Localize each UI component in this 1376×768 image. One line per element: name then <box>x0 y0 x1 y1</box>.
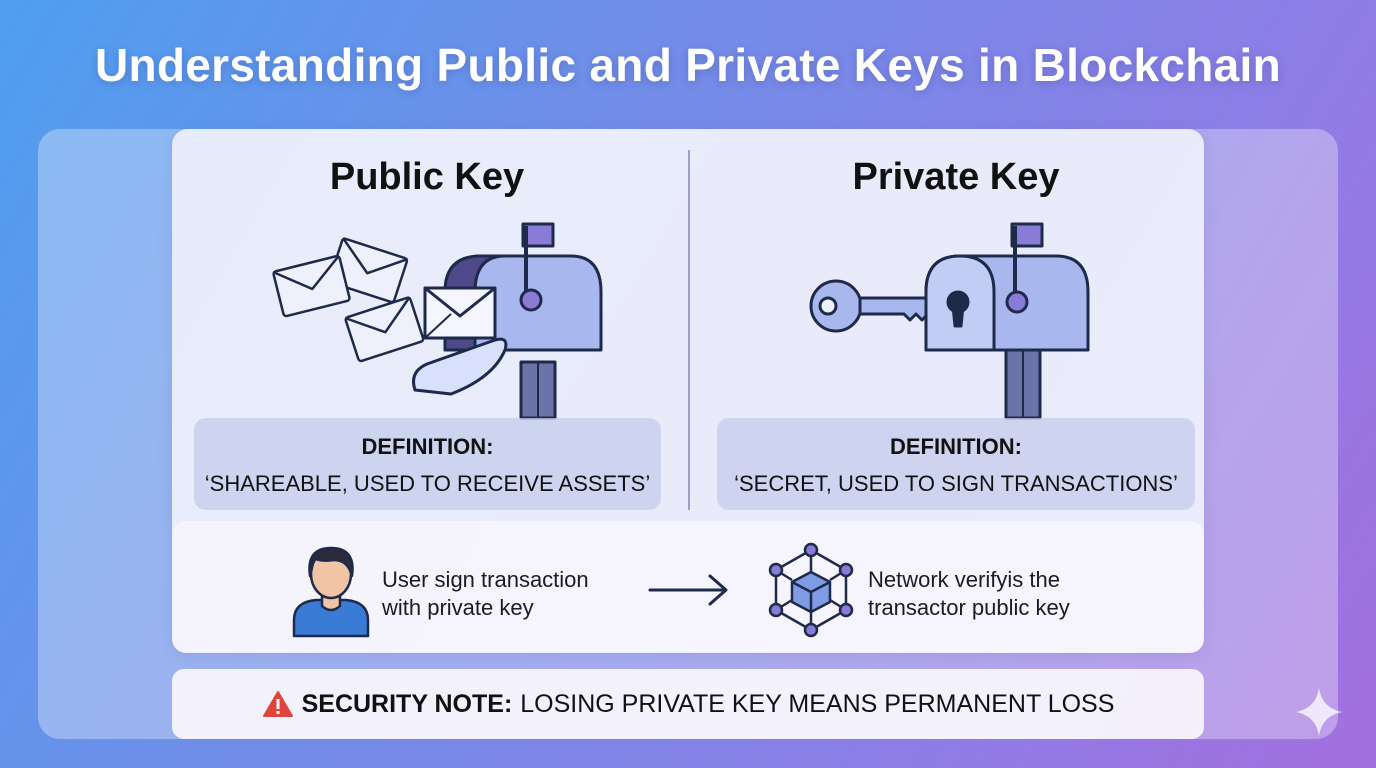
column-divider <box>688 150 690 510</box>
arrow-right-icon <box>648 574 728 606</box>
security-note-label: SECURITY NOTE: <box>301 689 513 718</box>
page-title: Understanding Public and Private Keys in… <box>94 39 1282 91</box>
user-sign-text: User sign transaction with private key <box>382 567 589 620</box>
sparkle-icon <box>1296 688 1342 736</box>
envelope-icon <box>272 237 425 363</box>
public-key-definition-label: DEFINITION: <box>361 434 494 459</box>
warning-icon <box>262 691 293 717</box>
public-key-definition-box: DEFINITION: ‘SHAREABLE, USED TO RECEIVE … <box>194 418 661 510</box>
user-avatar-icon <box>292 546 370 638</box>
security-note-text: LOSING PRIVATE KEY MEANS PERMANENT LOSS <box>520 689 1115 718</box>
locked-mailbox-icon <box>924 222 1090 420</box>
private-key-definition-text: ‘SECRET, USED TO SIGN TRANSACTIONS’ <box>734 471 1178 496</box>
public-key-heading: Public Key <box>329 156 525 198</box>
open-mailbox-icon <box>412 222 603 420</box>
envelope-icon <box>272 254 351 318</box>
network-verify-text: Network verifyis the transactor public k… <box>868 567 1070 620</box>
envelope-icon <box>328 237 409 304</box>
security-note: SECURITY NOTE: LOSING PRIVATE KEY MEANS … <box>172 669 1204 739</box>
private-key-definition-box: DEFINITION: ‘SECRET, USED TO SIGN TRANSA… <box>717 418 1195 510</box>
private-key-heading: Private Key <box>852 156 1060 198</box>
key-icon <box>809 279 942 333</box>
private-key-definition-label: DEFINITION: <box>890 434 1022 459</box>
envelope-icon <box>344 296 425 363</box>
blockchain-network-icon <box>768 542 854 638</box>
public-key-definition-text: ‘SHAREABLE, USED TO RECEIVE ASSETS’ <box>204 471 651 496</box>
